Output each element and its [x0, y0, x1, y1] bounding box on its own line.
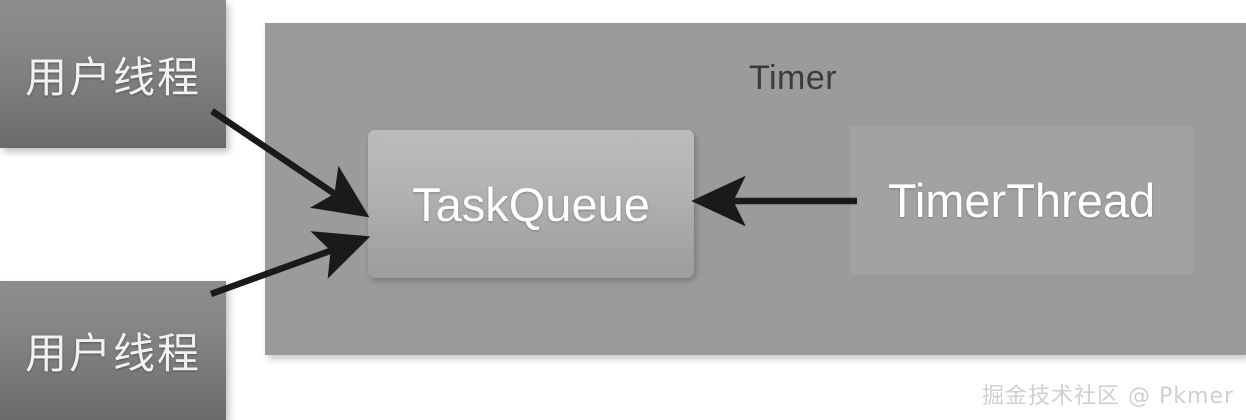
- timer-container-label: Timer: [748, 59, 838, 97]
- watermark-text: 掘金技术社区 @ Pkmer: [981, 384, 1234, 409]
- timer-thread-label: TimerThread: [887, 174, 1156, 227]
- task-queue-box: TaskQueue: [368, 130, 694, 278]
- user-thread-top-box: 用户线程: [0, 0, 226, 148]
- task-queue-label: TaskQueue: [412, 177, 650, 231]
- user-thread-top-label: 用户线程: [24, 52, 201, 102]
- user-thread-bottom-box: 用户线程: [0, 281, 226, 420]
- timer-thread-box: TimerThread: [850, 126, 1193, 275]
- user-thread-bottom-label: 用户线程: [24, 329, 201, 378]
